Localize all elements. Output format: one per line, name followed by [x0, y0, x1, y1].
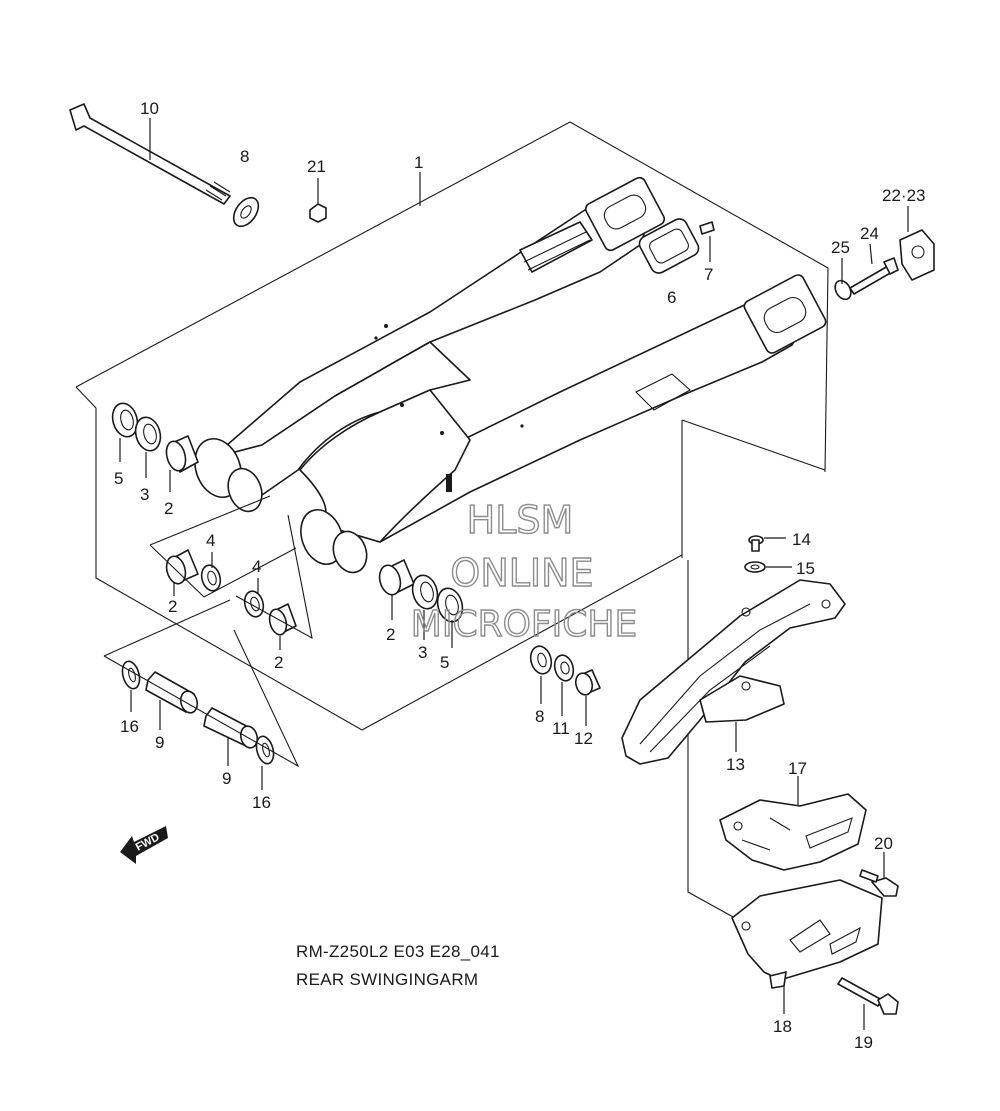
mid-bearing-pair: [165, 549, 222, 592]
callout-3: 3: [418, 643, 427, 662]
inner-bearing-pair: [243, 590, 297, 636]
callout-21: 21: [307, 157, 326, 176]
callout-9: 9: [222, 769, 231, 788]
screw-14-washer-15: [744, 535, 766, 573]
callout-16: 16: [252, 793, 271, 812]
watermark-line-1: HLSM: [467, 498, 574, 542]
diagram-title: REAR SWINGINGARM: [296, 970, 478, 989]
watermark: HLSM ONLINE MICROFICHE: [410, 497, 638, 645]
assembly-boundary: [75, 121, 829, 919]
callout-labels: 10 8 21 1 7 6 22·23 25 24 5 3 2 4 2 4 2 …: [114, 99, 925, 1052]
callout-2: 2: [168, 597, 177, 616]
callout-5: 5: [114, 469, 123, 488]
callout-16: 16: [120, 717, 139, 736]
callout-2: 2: [386, 625, 395, 644]
right-bearing-stack: [378, 559, 464, 623]
callout-18: 18: [773, 1017, 792, 1036]
model-code: RM-Z250L2 E03 E28_041: [296, 942, 500, 961]
swingarm-body: [194, 176, 827, 574]
group-boundaries: [103, 495, 313, 768]
chain-slider: [621, 579, 846, 765]
fwd-label: FWD: [134, 831, 162, 853]
callout-15: 15: [796, 559, 815, 578]
watermark-line-2: ONLINE: [450, 551, 593, 595]
collars-and-washers: [121, 660, 275, 765]
fwd-arrow-icon: FWD: [120, 826, 168, 864]
callout-5: 5: [440, 653, 449, 672]
callout-25: 25: [831, 238, 850, 257]
callout-9: 9: [155, 733, 164, 752]
adjuster-bolt-set: [834, 229, 935, 301]
callout-14: 14: [792, 530, 811, 549]
callout-8: 8: [535, 707, 544, 726]
callout-17: 17: [788, 759, 807, 778]
callout-10: 10: [140, 99, 159, 118]
diagram-caption: RM-Z250L2 E03 E28_041 REAR SWINGINGARM: [296, 942, 500, 989]
adjuster-plate: [638, 218, 715, 274]
callout-8: 8: [240, 147, 249, 166]
callout-6: 6: [667, 288, 676, 307]
callout-12: 12: [574, 729, 593, 748]
pivot-shaft: [69, 103, 260, 228]
leader-lines: [119, 118, 909, 1030]
callout-20: 20: [874, 834, 893, 853]
callout-7: 7: [704, 265, 713, 284]
bolts-19-20: [837, 869, 899, 1015]
callout-2: 2: [274, 653, 283, 672]
callout-3: 3: [140, 485, 149, 504]
guide-bracket: [731, 879, 883, 989]
left-bearing-stack: [111, 402, 199, 473]
callout-22-23: 22·23: [882, 186, 925, 205]
watermark-line-3: MICROFICHE: [411, 604, 637, 645]
callout-19: 19: [854, 1033, 873, 1052]
spacer-stack: [529, 645, 601, 696]
chain-guide: [719, 793, 867, 871]
callout-24: 24: [860, 224, 879, 243]
nut-21: [309, 203, 327, 223]
callout-1: 1: [414, 153, 423, 172]
callout-4: 4: [206, 531, 215, 550]
callout-13: 13: [726, 755, 745, 774]
callout-4: 4: [252, 557, 261, 576]
callout-11: 11: [552, 719, 570, 738]
callout-2: 2: [164, 499, 173, 518]
